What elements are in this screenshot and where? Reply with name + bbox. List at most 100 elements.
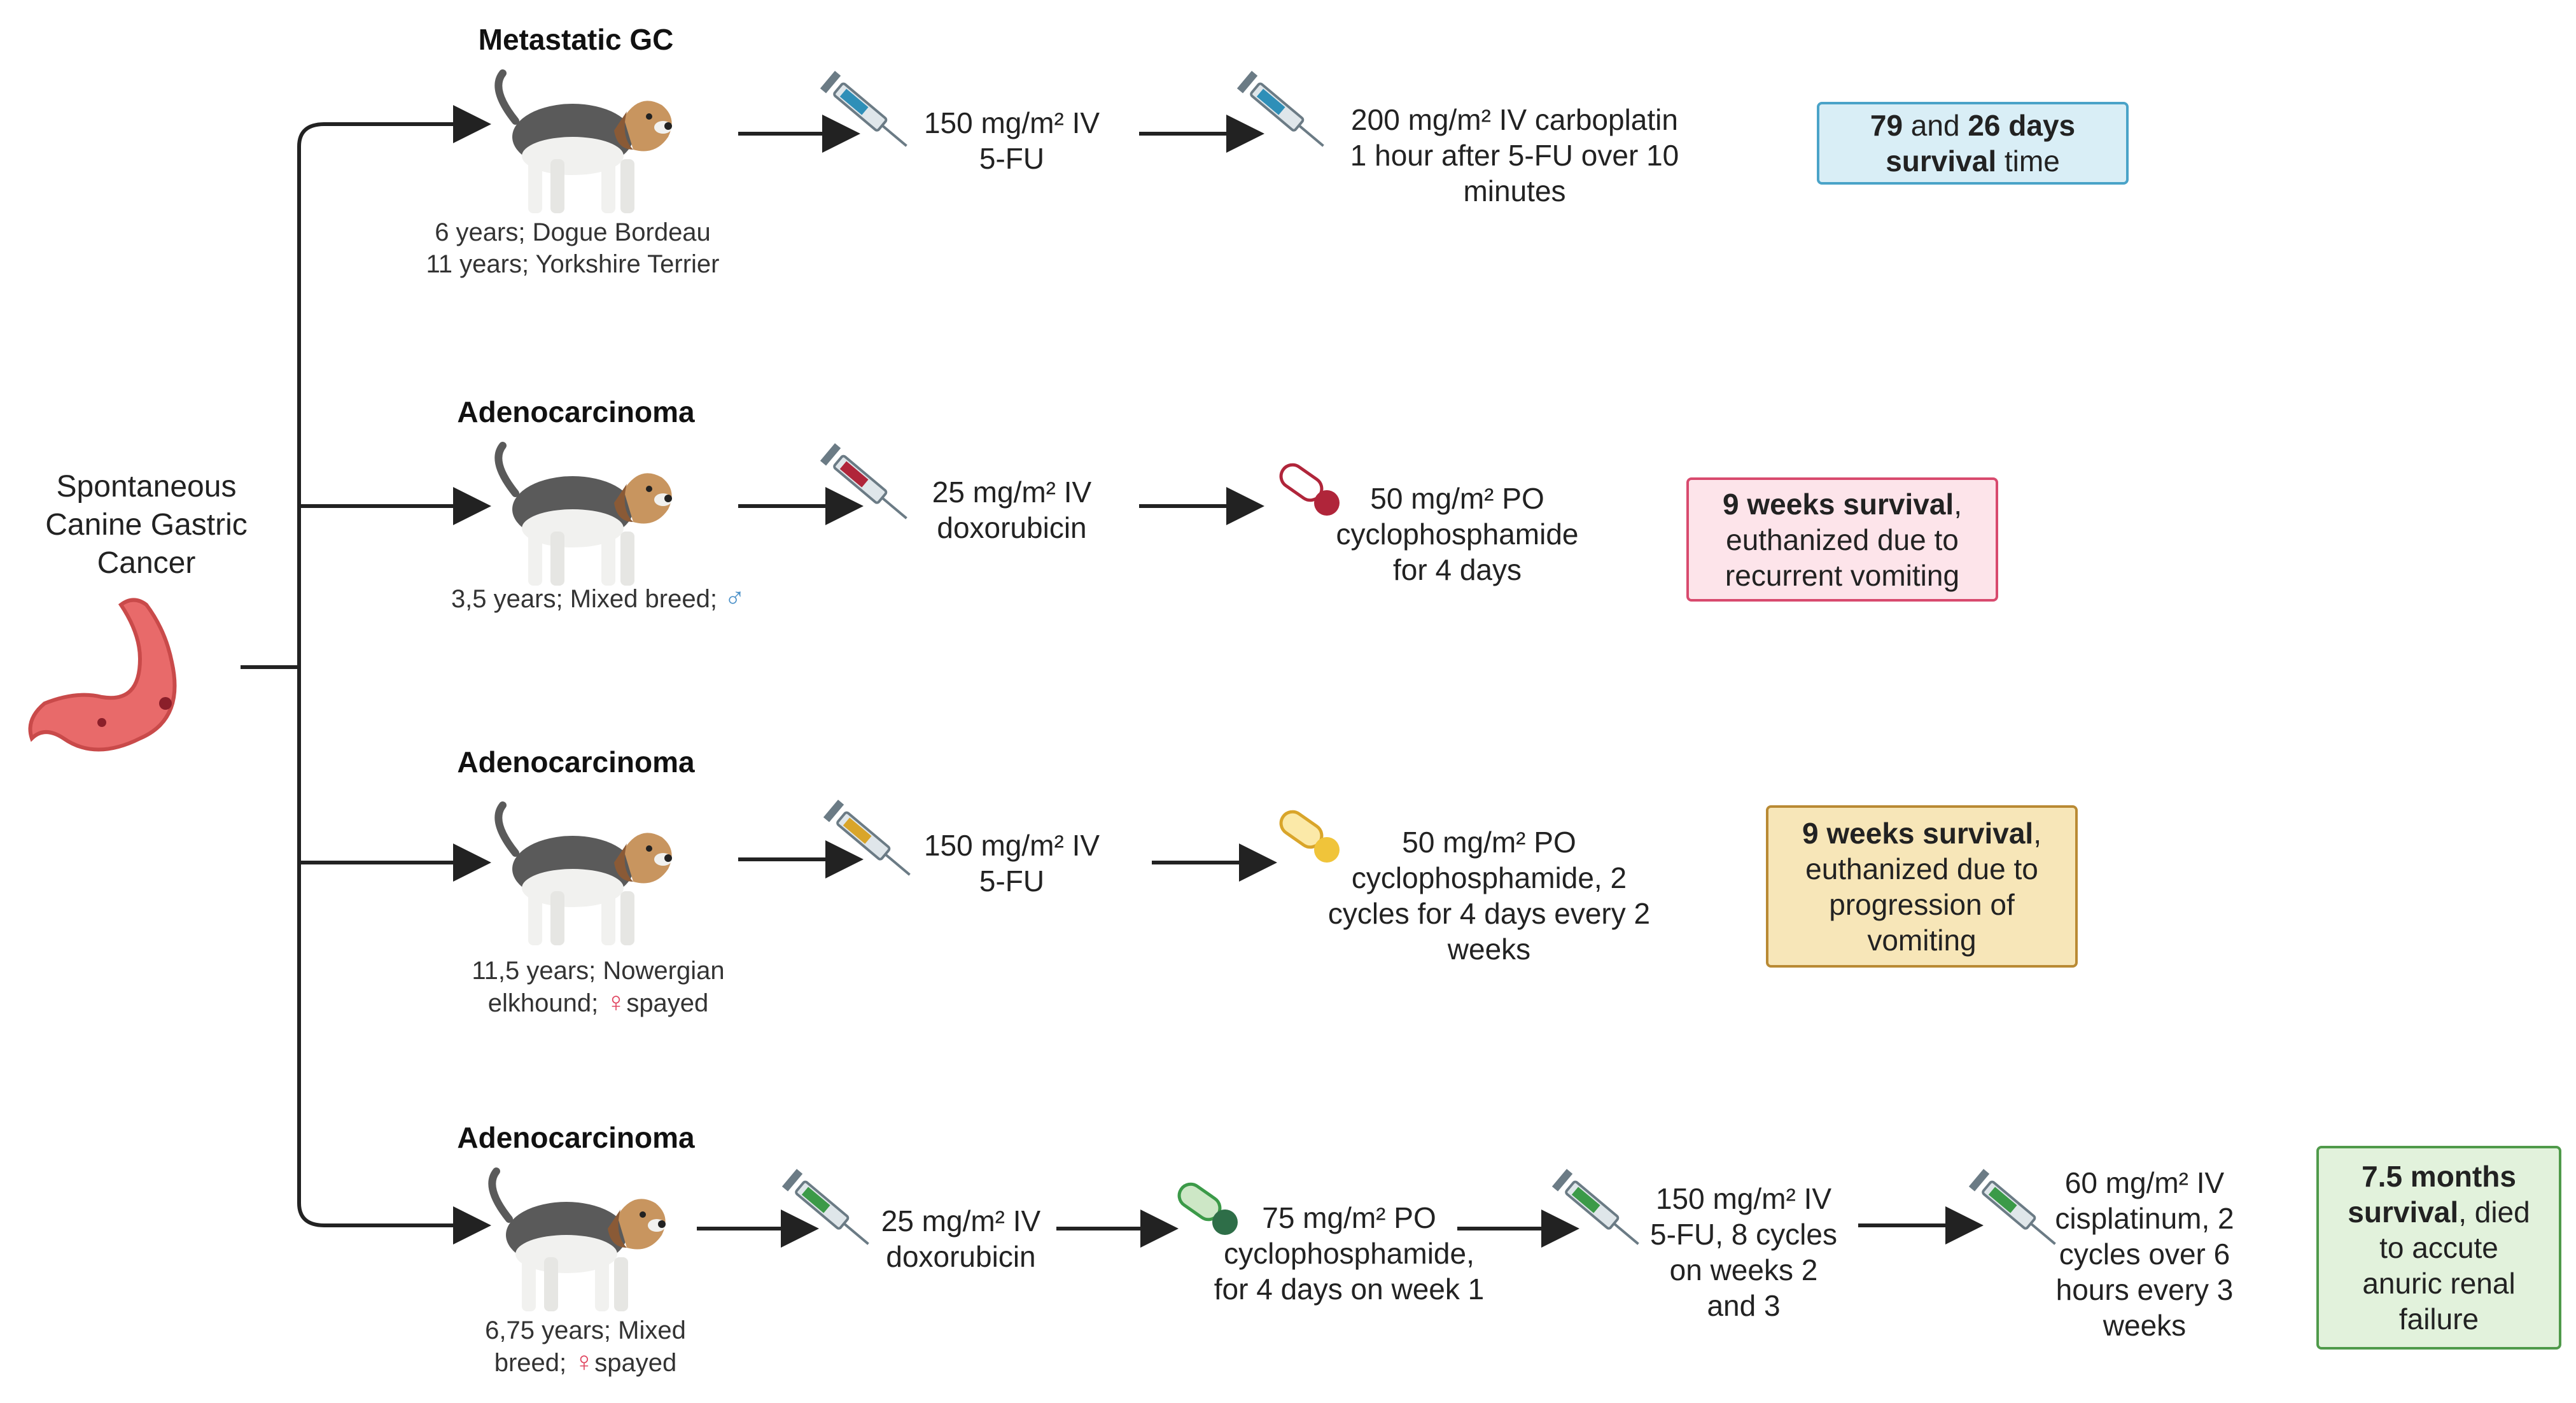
treatment-step: 150 mg/m² IV 5-FU, 8 cycles on weeks 2 a… bbox=[1629, 1181, 1858, 1323]
syringe-blue-icon bbox=[820, 71, 907, 147]
dog-illustration-4 bbox=[492, 1171, 666, 1311]
step-line: cyclophosphamide, 2 bbox=[1351, 861, 1627, 894]
dog-info-line: 11,5 years; Nowergian bbox=[472, 957, 725, 985]
syringe-green-icon bbox=[1968, 1169, 2056, 1245]
step-line: doxorubicin bbox=[937, 511, 1087, 544]
outcome-box: 79 and 26 days survival time bbox=[1817, 102, 2129, 185]
dog-info-line: 3,5 years; Mixed breed; bbox=[451, 585, 717, 613]
outcome-text: euthanized due to bbox=[1726, 523, 1959, 556]
step-line: 5-FU bbox=[979, 864, 1045, 898]
outcome-text: to accute bbox=[2379, 1231, 2498, 1264]
outcome-box: 9 weeks survival, euthanized due to prog… bbox=[1766, 805, 2078, 968]
pill-yellow-icon bbox=[1279, 810, 1340, 863]
outcome-text: progression of bbox=[1829, 887, 2015, 921]
syringe-green-icon bbox=[1551, 1169, 1639, 1245]
dog-illustration-1 bbox=[498, 73, 672, 213]
pill-red-icon bbox=[1279, 463, 1340, 516]
outcome-text: vomiting bbox=[1867, 923, 1977, 957]
step-line: 50 mg/m² PO bbox=[1370, 482, 1544, 515]
treatment-step: 150 mg/m² IV 5-FU bbox=[891, 105, 1133, 176]
step-line: 60 mg/m² IV bbox=[2064, 1166, 2225, 1199]
step-line: cisplatinum, 2 bbox=[2055, 1202, 2234, 1235]
outcome-text: , died bbox=[2458, 1195, 2530, 1229]
step-line: 150 mg/m² IV bbox=[923, 106, 1100, 139]
outcome-bold: 26 days bbox=[1968, 109, 2076, 142]
dog-info: 11,5 years; Nowergian elkhound; ♀spayed bbox=[407, 955, 789, 1019]
step-line: cycles over 6 bbox=[2059, 1237, 2230, 1271]
syringe-blue-icon bbox=[1236, 71, 1324, 147]
stomach-icon bbox=[28, 598, 177, 752]
outcome-bold: survival bbox=[1886, 145, 1997, 178]
dog-info-line: breed; bbox=[494, 1349, 567, 1377]
syringe-yellow-icon bbox=[823, 800, 911, 876]
syringe-green-icon bbox=[781, 1169, 869, 1245]
outcome-box: 9 weeks survival, euthanized due to recu… bbox=[1686, 477, 1998, 602]
outcome-box: 7.5 months survival, died to accute anur… bbox=[2316, 1146, 2561, 1350]
dog-info: 6,75 years; Mixed breed; ♀spayed bbox=[395, 1315, 776, 1379]
outcome-text: and bbox=[1903, 109, 1968, 142]
step-line: cycles for 4 days every 2 bbox=[1327, 897, 1651, 930]
step-line: hours every 3 bbox=[2055, 1273, 2234, 1306]
step-line: doxorubicin bbox=[886, 1240, 1036, 1273]
step-line: 150 mg/m² IV bbox=[923, 829, 1100, 862]
origin-label-line: Canine Gastric bbox=[45, 508, 248, 542]
step-line: minutes bbox=[1463, 174, 1566, 208]
step-line: 25 mg/m² IV bbox=[932, 476, 1092, 509]
bracket-connector bbox=[241, 105, 491, 1244]
dog-info-line: 11 years; Yorkshire Terrier bbox=[426, 250, 720, 278]
dog-illustration-2 bbox=[498, 446, 672, 586]
treatment-step: 150 mg/m² IV 5-FU bbox=[891, 828, 1133, 899]
step-line: 50 mg/m² PO bbox=[1402, 826, 1576, 859]
origin-label-line: Cancer bbox=[97, 546, 196, 580]
step-line: 5-FU, 8 cycles bbox=[1650, 1218, 1837, 1251]
dog-illustration-3 bbox=[498, 805, 672, 945]
outcome-text: anuric renal bbox=[2362, 1267, 2516, 1300]
outcome-text: failure bbox=[2398, 1302, 2479, 1336]
dog-info-line: 6,75 years; Mixed bbox=[485, 1316, 686, 1344]
step-line: weeks bbox=[1447, 933, 1531, 966]
outcome-bold: 79 bbox=[1870, 109, 1903, 142]
step-line: 200 mg/m² IV carboplatin bbox=[1351, 103, 1678, 136]
case-title: Adenocarcinoma bbox=[457, 1121, 695, 1154]
treatment-step: 25 mg/m² IV doxorubicin bbox=[853, 1203, 1069, 1274]
step-line: 5-FU bbox=[979, 142, 1045, 175]
treatment-step: 60 mg/m² IV cisplatinum, 2 cycles over 6… bbox=[2036, 1165, 2253, 1343]
treatment-step: 200 mg/m² IV carboplatin 1 hour after 5-… bbox=[1311, 102, 1718, 209]
outcome-bold: 7.5 months bbox=[2362, 1160, 2516, 1193]
treatment-step: 50 mg/m² PO cyclophosphamide, 2 cycles f… bbox=[1311, 824, 1667, 967]
step-line: and 3 bbox=[1707, 1289, 1781, 1322]
dog-info-line: 6 years; Dogue Bordeau bbox=[435, 218, 711, 246]
outcome-text: euthanized due to bbox=[1805, 852, 2038, 885]
dog-info: 3,5 years; Mixed breed; ♂ bbox=[407, 582, 789, 615]
step-line: 1 hour after 5-FU over 10 bbox=[1350, 139, 1679, 172]
outcome-bold: 9 weeks survival bbox=[1802, 816, 2034, 850]
outcome-bold: 9 weeks survival bbox=[1723, 487, 1954, 521]
step-line: cyclophosphamide, bbox=[1224, 1237, 1474, 1270]
outcome-text: , bbox=[1954, 487, 1962, 521]
outcome-text: recurrent vomiting bbox=[1725, 558, 1960, 592]
syringe-red-icon bbox=[820, 443, 907, 519]
case-title: Adenocarcinoma bbox=[457, 395, 695, 428]
outcome-text: , bbox=[2033, 816, 2041, 850]
dog-info-line: elkhound; bbox=[487, 989, 599, 1017]
dog-info: 6 years; Dogue Bordeau 11 years; Yorkshi… bbox=[382, 216, 764, 280]
treatment-step: 50 mg/m² PO cyclophosphamide for 4 days bbox=[1311, 481, 1604, 588]
origin-label: Spontaneous Canine Gastric Cancer bbox=[19, 468, 274, 582]
outcome-text: time bbox=[1996, 145, 2060, 178]
step-line: 25 mg/m² IV bbox=[881, 1204, 1041, 1237]
treatment-step: 75 mg/m² PO cyclophosphamide, for 4 days… bbox=[1196, 1200, 1502, 1307]
female-symbol-icon: ♀ bbox=[573, 1346, 595, 1378]
male-symbol-icon: ♂ bbox=[724, 582, 746, 614]
step-line: for 4 days bbox=[1393, 553, 1522, 586]
dog-info-line: spayed bbox=[594, 1349, 677, 1377]
step-line: 150 mg/m² IV bbox=[1655, 1182, 1832, 1215]
row3-arrows bbox=[738, 840, 1277, 882]
treatment-step: 25 mg/m² IV doxorubicin bbox=[891, 474, 1133, 546]
step-line: for 4 days on week 1 bbox=[1214, 1273, 1485, 1306]
origin-label-line: Spontaneous bbox=[56, 470, 237, 504]
dog-info-line: spayed bbox=[626, 989, 709, 1017]
case-title: Metastatic GC bbox=[478, 23, 674, 56]
female-symbol-icon: ♀ bbox=[605, 987, 627, 1018]
pill-green-icon bbox=[1177, 1182, 1238, 1235]
